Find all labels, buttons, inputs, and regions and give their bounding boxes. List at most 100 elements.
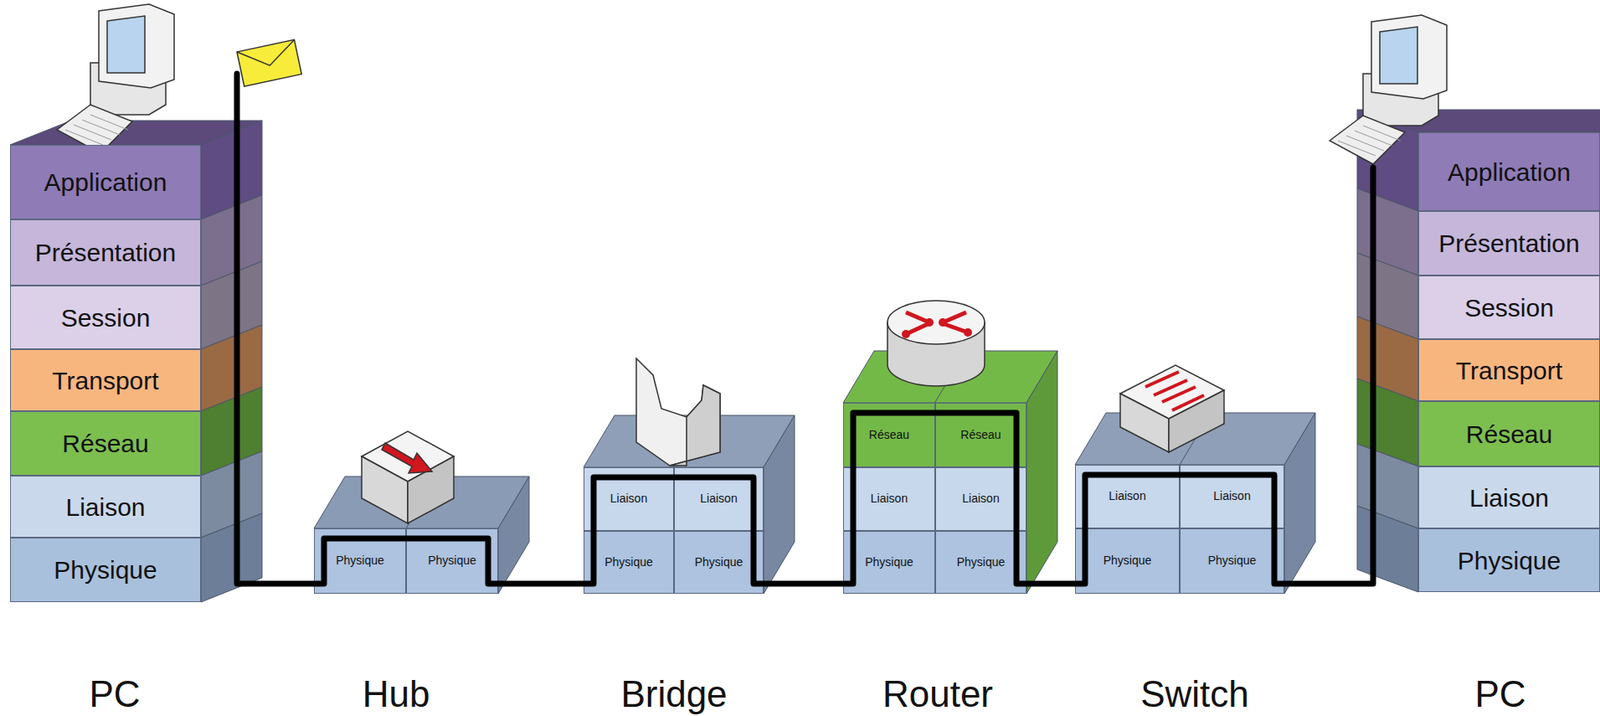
- key-row: [1363, 125, 1401, 141]
- hub-left: [361, 456, 408, 524]
- layer-name: Liaison: [870, 492, 908, 505]
- device-name: Bridge: [620, 673, 727, 715]
- layer-name: Liaison: [610, 492, 648, 505]
- envelope-icon: [236, 39, 302, 87]
- osi-layer-box: Liaison: [1418, 466, 1600, 529]
- device-side-face: [763, 415, 795, 594]
- router-icon: [887, 300, 985, 386]
- layer-name: Session: [61, 303, 151, 332]
- osi-layer-box: Présentation: [10, 219, 201, 286]
- osi-layer-box: Physique: [10, 537, 201, 602]
- layer-name: Physique: [694, 555, 744, 569]
- device-side-face: [498, 476, 530, 594]
- layer-name: Liaison: [1108, 489, 1146, 503]
- switch-arrow: [1153, 380, 1188, 396]
- osi-layer-box: Session: [1418, 275, 1600, 340]
- pc-screen: [1379, 26, 1418, 84]
- key-row: [90, 114, 129, 130]
- layer-name: Réseau: [61, 429, 149, 458]
- layer-name: Présentation: [1438, 229, 1580, 258]
- device-layer-box: Physique: [1179, 528, 1285, 594]
- layer-name: Réseau: [1466, 420, 1553, 448]
- layer-name: Physique: [864, 555, 914, 569]
- osi-layer-box: Réseau: [1418, 401, 1600, 467]
- router-top: [887, 300, 985, 345]
- layer-name: Physique: [335, 554, 385, 567]
- device-name: Switch: [1140, 673, 1250, 715]
- osi-layer-box: Transport: [1418, 339, 1600, 402]
- pc-monitor: [98, 4, 175, 88]
- osi-layer-box: Application: [1418, 132, 1600, 211]
- device-layer-box: Liaison: [843, 467, 936, 531]
- device-side-face: [1284, 412, 1316, 594]
- key-row: [1354, 130, 1393, 146]
- switch-right: [1168, 390, 1225, 453]
- device-layer-box: Physique: [843, 530, 936, 594]
- osi-layer-box: Liaison: [10, 475, 201, 538]
- switch-icon: [1120, 365, 1225, 453]
- device-layer-box: Liaison: [935, 467, 1027, 531]
- bridge-body: [636, 358, 721, 466]
- device-layer-box: Physique: [673, 530, 764, 594]
- envelope-body: [236, 39, 302, 87]
- device-name: PC: [88, 673, 140, 715]
- pc-monitor: [1371, 15, 1447, 99]
- network-cable: [236, 73, 1374, 584]
- osi-layer-box: Physique: [1418, 528, 1600, 592]
- layer-name: Physique: [1208, 554, 1257, 567]
- osi-layer-box: Réseau: [10, 411, 201, 476]
- osi-layer-box: Présentation: [1418, 210, 1600, 276]
- key-row: [82, 119, 120, 135]
- pc-keyboard: [1329, 115, 1405, 165]
- layer-name: Application: [44, 168, 168, 196]
- device-name: Router: [882, 673, 993, 715]
- layer-name: Réseau: [960, 428, 1001, 442]
- pc-screen: [107, 15, 145, 73]
- key-row: [65, 129, 103, 145]
- switch-left: [1120, 393, 1169, 453]
- layer-name: Physique: [53, 555, 157, 584]
- layer-name: Réseau: [869, 428, 910, 442]
- device-layer-box: Physique: [935, 530, 1027, 594]
- layer-name: Présentation: [35, 238, 176, 267]
- bridge-side: [669, 385, 721, 466]
- layer-name: Transport: [1455, 356, 1563, 385]
- router-arrow-head: [963, 328, 973, 337]
- layer-name: Liaison: [1469, 483, 1549, 512]
- layer-name: Physique: [427, 554, 477, 567]
- layer-name: Physique: [956, 555, 1006, 569]
- device-name: PC: [1474, 673, 1526, 715]
- switch-arrow: [1172, 395, 1204, 411]
- layer-name: Application: [1447, 158, 1571, 186]
- stack-side-face: [200, 513, 263, 602]
- stack-side-face: [1357, 505, 1419, 592]
- key-row: [1337, 140, 1376, 156]
- layer-name: Liaison: [65, 493, 145, 521]
- router-arrow-head: [901, 329, 911, 339]
- layer-name: Physique: [604, 555, 654, 569]
- layer-name: Liaison: [699, 492, 737, 505]
- hub-icon: [361, 431, 454, 524]
- device-side-face: [1026, 350, 1058, 594]
- layer-name: Transport: [51, 366, 159, 395]
- hub-arrow: [381, 442, 433, 474]
- envelope-flap: [236, 39, 299, 72]
- layer-name: Physique: [1103, 554, 1153, 567]
- layer-name: Liaison: [1213, 489, 1251, 503]
- key-row: [1346, 135, 1384, 151]
- layer-name: Session: [1464, 293, 1554, 322]
- layer-name: Physique: [1457, 546, 1561, 575]
- device-name: Hub: [362, 673, 431, 715]
- osi-layer-box: Session: [10, 285, 201, 350]
- osi-layer-box: Transport: [10, 349, 201, 412]
- key-row: [73, 124, 112, 140]
- computer-icon: [56, 4, 175, 154]
- layer-name: Liaison: [962, 492, 999, 505]
- bridge-icon: [636, 358, 721, 466]
- device-layer-box: Physique: [1075, 528, 1180, 594]
- osi-layer-box: Application: [10, 144, 201, 220]
- device-layer-box: Physique: [583, 530, 674, 594]
